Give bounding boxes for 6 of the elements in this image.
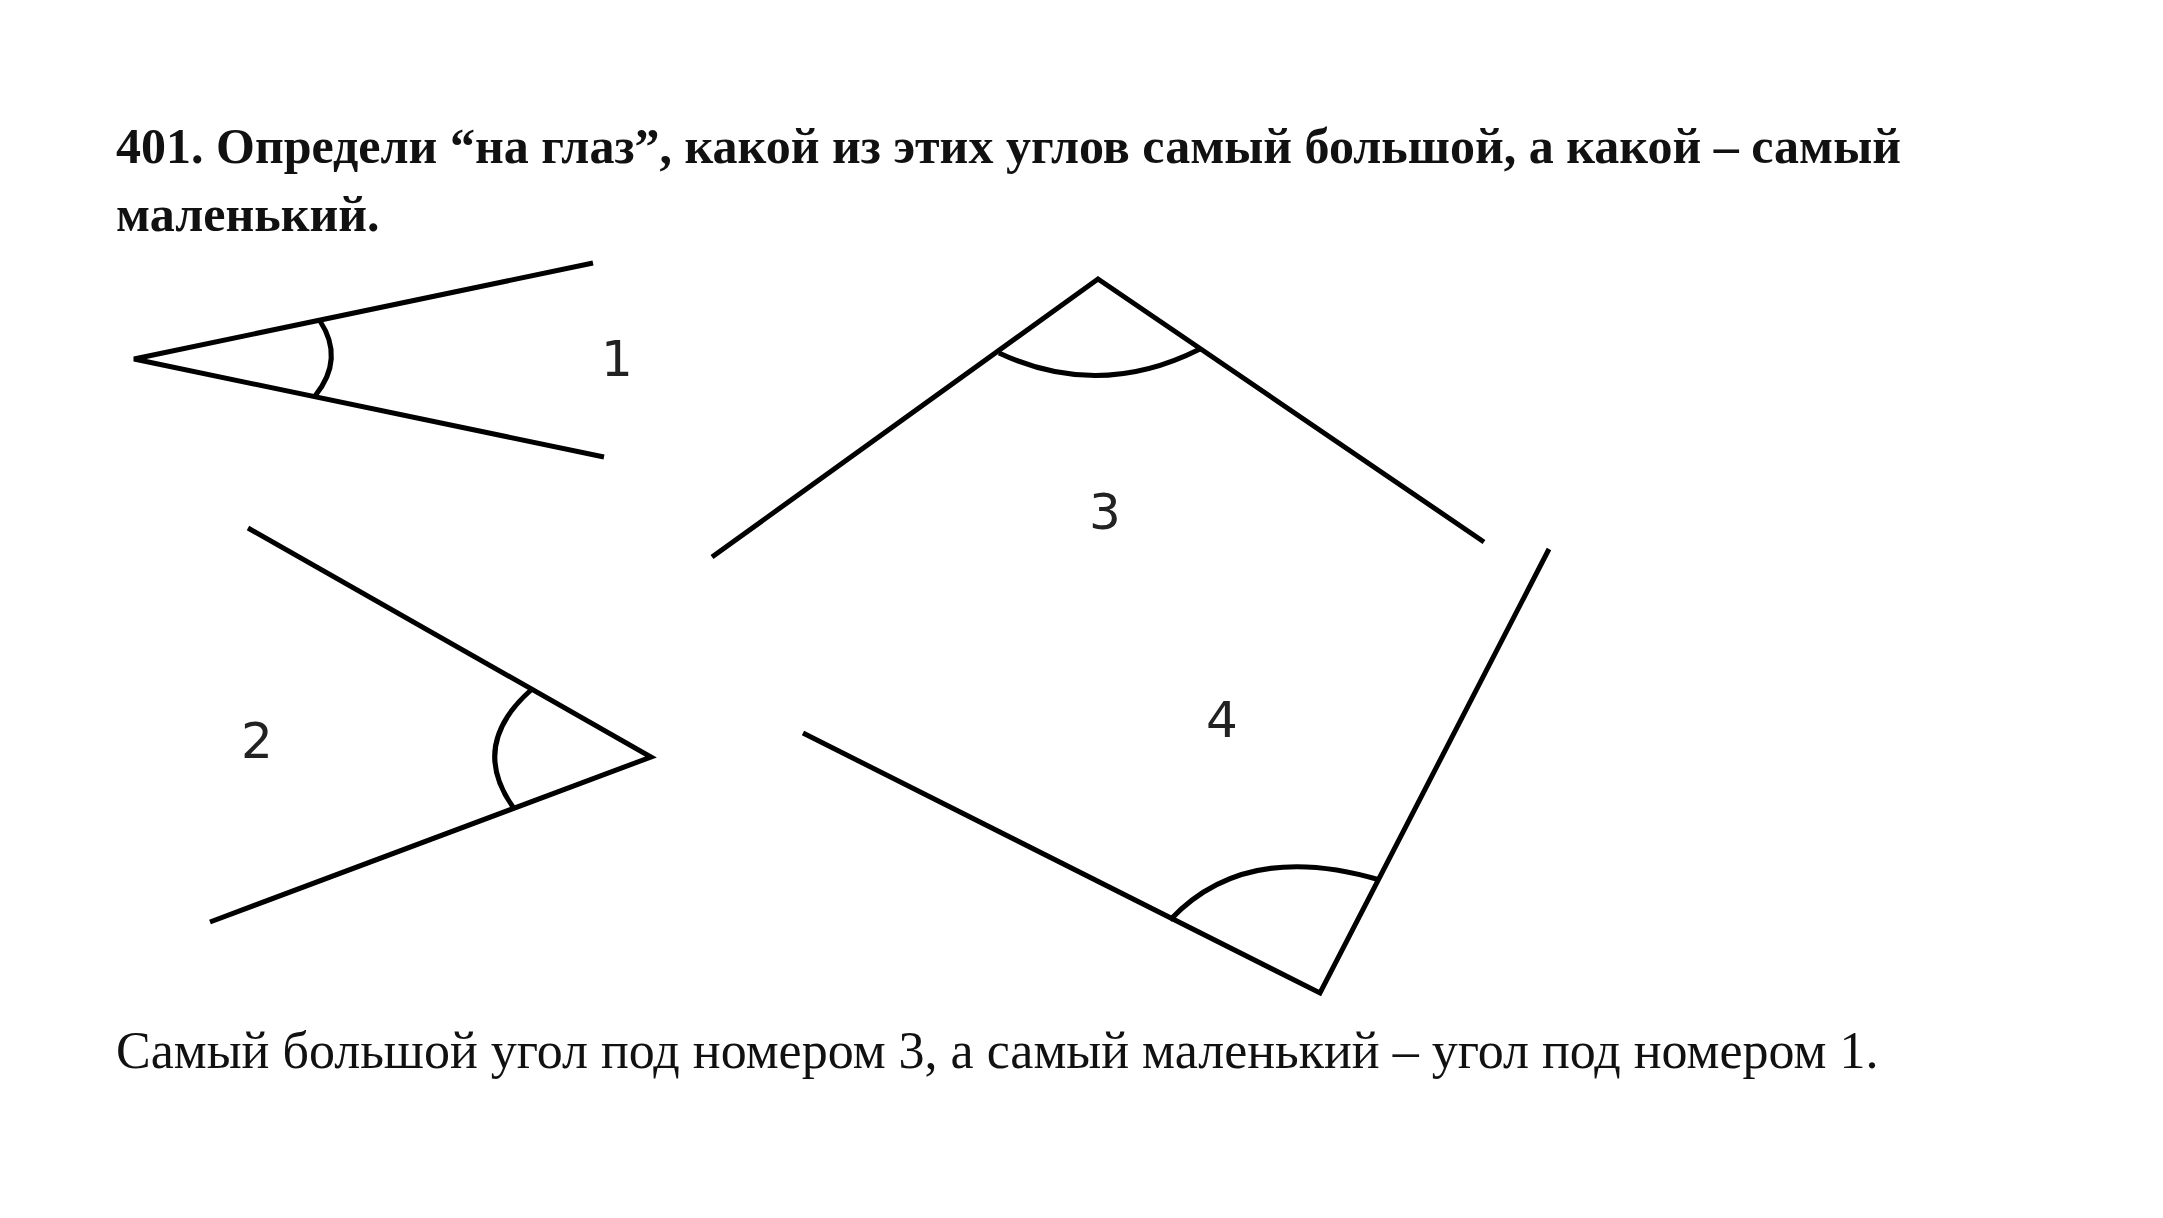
angle-number: 2 [241, 714, 273, 768]
angle-number: 1 [601, 332, 633, 386]
task-heading: 401. Определи “на глаз”, какой из этих углов самый большой, а какой – самый маленький. [116, 117, 1902, 244]
angle-number: 4 [1206, 693, 1238, 747]
angle-number: 3 [1089, 485, 1121, 539]
answer-text: Самый большой угол под номером 3, а самый маленький – угол под номером 1. [116, 1021, 1880, 1081]
